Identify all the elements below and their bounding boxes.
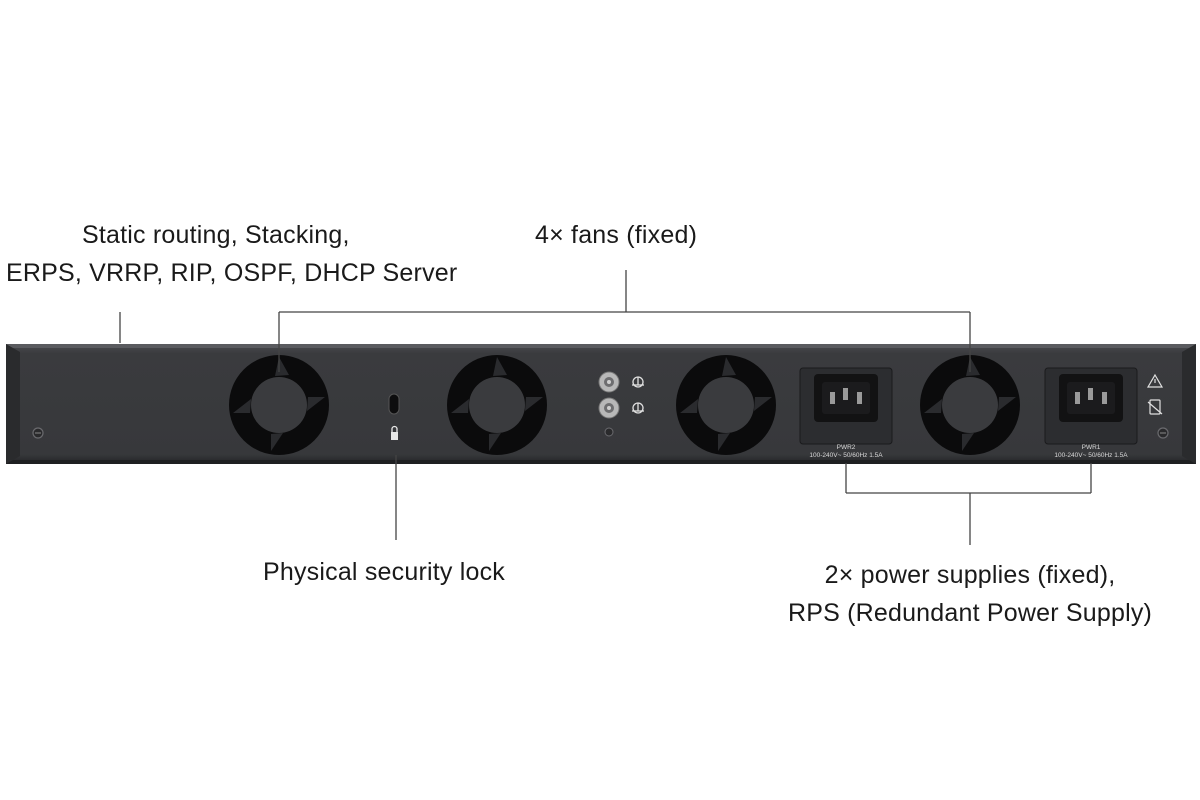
fan-1 [229, 355, 329, 455]
routing-features-label-2: ERPS, VRRP, RIP, OSPF, DHCP Server [6, 254, 457, 292]
warning-icon [1146, 373, 1164, 388]
fan-3 [676, 355, 776, 455]
lock-icon [391, 425, 398, 440]
fans-label: 4× fans (fixed) [535, 216, 697, 254]
ground-icon [632, 376, 644, 388]
ground-icon [632, 402, 644, 414]
pwr2-name: PWR2 [837, 444, 856, 451]
pwr1-rating: 100-240V~ 50/60Hz 1.5A [1054, 452, 1128, 459]
pwr2-rating: 100-240V~ 50/60Hz 1.5A [809, 452, 883, 459]
grounding-terminal [598, 397, 620, 419]
grounding-terminal [598, 371, 620, 393]
disconnect-power-icon [1147, 399, 1163, 415]
switch-rear-panel: PWR2 100-240V~ 50/60Hz 1.5A PWR1 100-240… [6, 344, 1196, 464]
fan-2 [447, 355, 547, 455]
security-lock-label-text: Physical security lock [263, 558, 505, 586]
fans-label-text: 4× fans (fixed) [535, 221, 698, 249]
power-supplies-label: 2× power supplies (fixed), RPS (Redundan… [780, 556, 1160, 632]
routing-features-line2: ERPS, VRRP, RIP, OSPF, DHCP Server [6, 259, 458, 287]
power-inlet-pwr2: PWR2 100-240V~ 50/60Hz 1.5A [799, 367, 893, 459]
security-lock-slot [388, 393, 400, 415]
power-inlet-pwr1: PWR1 100-240V~ 50/60Hz 1.5A [1044, 367, 1138, 459]
pwr1-name: PWR1 [1082, 444, 1101, 451]
power-supplies-line1: 2× power supplies (fixed), [824, 561, 1116, 589]
screw-icon [32, 427, 44, 439]
routing-features-label: Static routing, Stacking, [82, 216, 350, 254]
routing-features-line1: Static routing, Stacking, [82, 221, 350, 249]
fan-4 [920, 355, 1020, 455]
security-lock-label: Physical security lock [263, 553, 505, 591]
power-supplies-line2: RPS (Redundant Power Supply) [787, 599, 1153, 627]
screw-icon [604, 427, 614, 437]
screw-icon [1157, 427, 1169, 439]
